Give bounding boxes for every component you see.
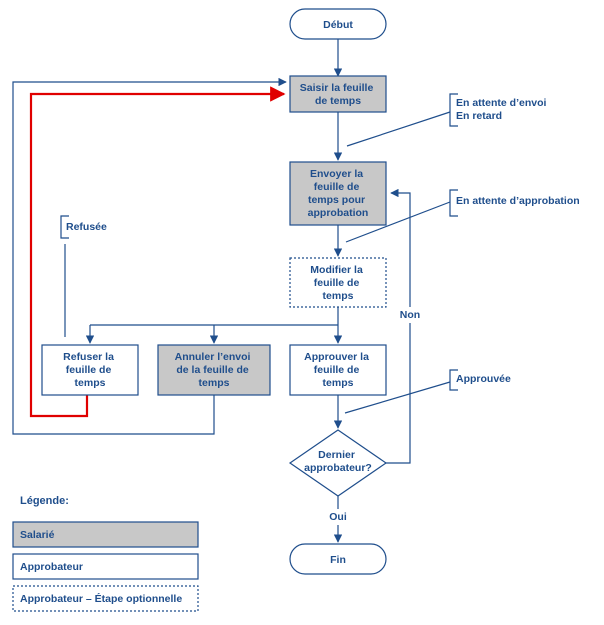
modify-timesheet-box (289, 257, 387, 308)
bracket-approved (449, 369, 458, 391)
leader-pending-approval (345, 201, 451, 243)
status-pending-send: En attente d’envoi (456, 97, 547, 109)
edge-decision-no-loop (385, 188, 411, 464)
edge-label-no-bg (396, 307, 424, 323)
legend-approver-swatch (12, 553, 199, 580)
edge-cancel-loop (12, 77, 287, 435)
approve-timesheet-box (289, 344, 387, 396)
last-approver-decision (288, 429, 388, 497)
cancel-submission-box (157, 344, 271, 396)
end-terminator (289, 543, 387, 575)
status-late: En retard (456, 110, 502, 122)
end-label: Fin (330, 554, 346, 566)
legend-employee-swatch (12, 521, 199, 548)
bracket-pending-approval (449, 189, 458, 217)
legend: Légende: Salarié Approbateur Approbateur… (12, 495, 199, 612)
bracket-rejected (60, 215, 69, 239)
decision-label: Dernier approbateur? (304, 449, 372, 474)
legend-approver-optional-swatch (12, 585, 199, 612)
leader-pending-send (346, 111, 451, 147)
legend-employee-label: Salarié (20, 529, 55, 541)
status-rejected: Refusée (66, 221, 107, 233)
cancel-label: Annuler l’envoi de la feuille de temps (175, 351, 254, 389)
reject-timesheet-box (41, 344, 139, 396)
edge-label-yes: Oui (329, 511, 347, 523)
status-approved: Approuvée (456, 373, 511, 385)
enter-timesheet-box (289, 75, 387, 113)
bracket-pending-send (449, 93, 458, 127)
approve-label: Approuver la feuille de temps (304, 351, 372, 389)
modify-label: Modifier la feuille de temps (310, 264, 365, 302)
submit-label: Envoyer la feuille de temps pour approba… (308, 168, 369, 219)
edge-reject-loop (29, 86, 286, 418)
legend-approver-label: Approbateur (20, 561, 83, 573)
legend-title: Légende: (20, 495, 69, 507)
edge-label-no: Non (400, 309, 420, 321)
submit-timesheet-box (289, 161, 387, 226)
status-pending-approval: En attente d’approbation (456, 195, 580, 207)
enter-label: Saisir la feuille de temps (300, 82, 376, 107)
start-label: Début (323, 19, 353, 31)
start-terminator (289, 8, 387, 40)
leader-approved (344, 381, 451, 414)
reject-label: Refuser la feuille de temps (63, 351, 117, 389)
legend-approver-optional-label: Approbateur – Étape optionnelle (20, 592, 182, 605)
edge-label-yes-bg (326, 509, 350, 525)
